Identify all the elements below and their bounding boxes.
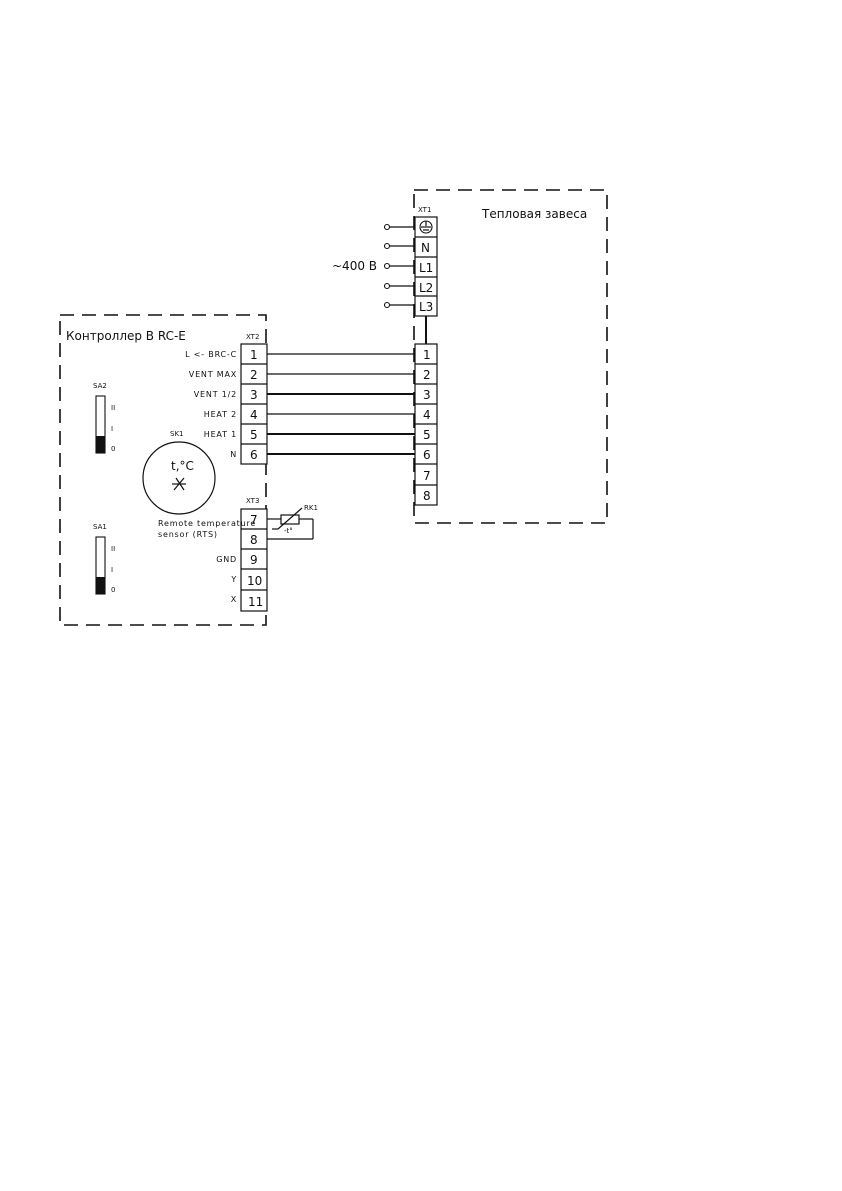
xt3-signal-x: X	[231, 595, 237, 604]
rk1-label: RK1	[304, 504, 318, 512]
xt2-terminal-3: 3	[250, 388, 258, 402]
rts-label-line1: Remote temperature	[158, 519, 256, 528]
sa2-pos-2: II	[111, 404, 115, 412]
heater-terminal-6: 6	[423, 448, 431, 462]
thermistor-icon	[267, 507, 314, 540]
heater-enclosure	[413, 189, 608, 524]
heater-terminal-3: 3	[423, 388, 431, 402]
xt2-signal-4: HEAT 2	[204, 410, 237, 419]
heater-terminal-5: 5	[423, 428, 431, 442]
sa1-pos-0: 0	[111, 586, 115, 594]
rk1-sub: -t°	[284, 527, 293, 535]
sa2-label: SA2	[93, 382, 107, 390]
xt2-signal-5: HEAT 1	[204, 430, 237, 439]
heater-terminal-8: 8	[423, 489, 431, 503]
sa1-pos-1: I	[111, 566, 113, 574]
xt1-terminal-l3: L3	[419, 300, 433, 314]
xt2-signal-1: L <- BRC-C	[185, 350, 237, 359]
xt1-terminal-l2: L2	[419, 281, 433, 295]
thermostat-knob-icon	[142, 441, 216, 515]
heater-terminal-2: 2	[423, 368, 431, 382]
xt2-terminal-5: 5	[250, 428, 258, 442]
heater-terminal-7: 7	[423, 469, 431, 483]
supply-leads	[383, 223, 415, 309]
xt3-terminal-10: 10	[247, 574, 262, 588]
xt3-terminal-9: 9	[250, 553, 258, 567]
xt1-terminal-block	[414, 216, 438, 317]
xt3-terminal-block	[240, 508, 268, 612]
xt3-terminal-8: 8	[250, 533, 258, 547]
xt2-terminal-4: 4	[250, 408, 258, 422]
ground-icon	[419, 220, 433, 234]
controller-enclosure	[59, 314, 267, 626]
heater-terminal-4: 4	[423, 408, 431, 422]
xt3-terminal-7: 7	[250, 513, 258, 527]
heater-terminal-block	[414, 343, 438, 506]
xt2-signal-3: VENT 1/2	[194, 390, 237, 399]
sa2-switch-icon	[95, 395, 106, 454]
xt3-terminal-11: 11	[248, 595, 263, 609]
sa1-label: SA1	[93, 523, 107, 531]
xt2-terminal-2: 2	[250, 368, 258, 382]
sa1-switch-icon	[95, 536, 106, 595]
xt3-label: XT3	[246, 497, 259, 505]
control-wires	[267, 353, 415, 455]
sk1-label: SK1	[170, 430, 184, 438]
sa2-pos-0: 0	[111, 445, 115, 453]
sa1-pos-2: II	[111, 545, 115, 553]
xt3-signal-y: Y	[230, 575, 237, 584]
xt1-terminal-l1: L1	[419, 261, 433, 275]
xt1-terminal-n: N	[421, 241, 430, 255]
xt2-label: XT2	[246, 333, 259, 341]
xt1-label: XT1	[418, 206, 431, 214]
rts-label-line2: sensor (RTS)	[158, 530, 218, 539]
xt2-terminal-block	[240, 343, 268, 465]
sk1-symbol: t,°C	[171, 459, 194, 473]
xt2-terminal-1: 1	[250, 348, 258, 362]
xt2-signal-6: N	[230, 450, 237, 459]
sa2-pos-1: I	[111, 425, 113, 433]
xt2-signal-2: VENT MAX	[189, 370, 237, 379]
heater-terminal-1: 1	[423, 348, 431, 362]
controller-title: Контроллер B RC-E	[66, 329, 186, 343]
heater-title: Тепловая завеса	[481, 207, 587, 221]
xt2-terminal-6: 6	[250, 448, 258, 462]
supply-voltage-label: ~400 В	[332, 259, 377, 273]
xt3-signal-gnd: GND	[216, 555, 237, 564]
